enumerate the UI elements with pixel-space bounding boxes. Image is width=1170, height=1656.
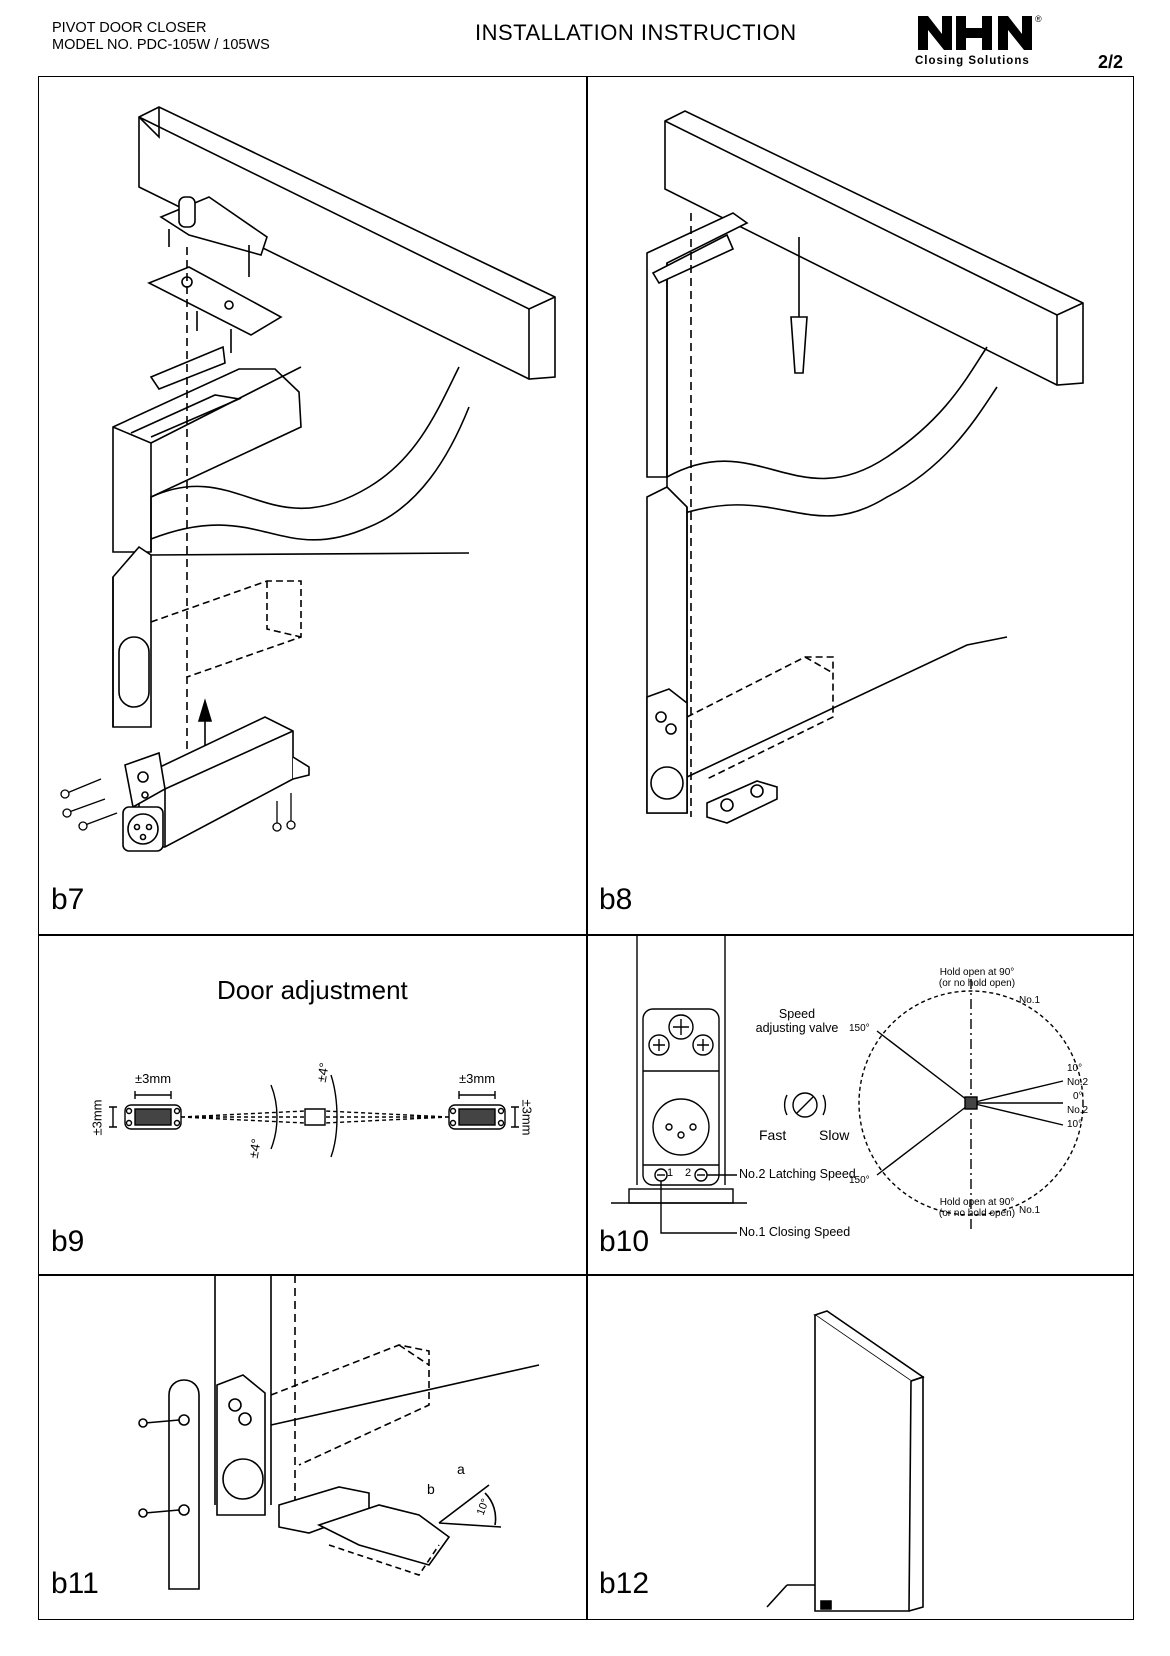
screw-number-2: 2 xyxy=(685,1167,692,1179)
panel-b11: a b 10° b11 xyxy=(38,1274,588,1620)
dim-a-label: a xyxy=(457,1461,465,1477)
deg150-bottom-label: 150° xyxy=(849,1175,870,1186)
speed-label-line2: adjusting valve xyxy=(755,1021,839,1035)
header-product-info: PIVOT DOOR CLOSER MODEL NO. PDC-105W / 1… xyxy=(52,20,270,54)
panel-label-b11: b11 xyxy=(51,1567,99,1600)
panel-b7: b7 xyxy=(38,76,588,936)
panel-b9: Door adjustment ±3mm ±3mm ±3mm ±3mm ±4° … xyxy=(38,934,588,1276)
panel-label-b7: b7 xyxy=(51,883,85,916)
closing-speed-label: No.1 Closing Speed xyxy=(739,1225,851,1239)
dim-left-horizontal: ±3mm xyxy=(135,1071,172,1086)
panel-label-b9: b9 xyxy=(51,1225,85,1258)
hold-open-top-line2: (or no hold open) xyxy=(938,978,1016,989)
speed-valve-label: Speed adjusting valve xyxy=(747,1007,847,1035)
model-number: MODEL NO. PDC-105W / 105WS xyxy=(52,37,270,53)
panel-label-b10: b10 xyxy=(599,1225,650,1258)
slow-label: Slow xyxy=(819,1127,850,1143)
b12-illustration xyxy=(766,1310,925,1612)
no1-top-label: No.1 xyxy=(1019,995,1041,1006)
no2-bottom-label: No.2 xyxy=(1067,1105,1089,1116)
b11-illustration xyxy=(138,1275,540,1590)
nhn-logo: ® xyxy=(918,14,1042,50)
deg10-bottom-label: 10° xyxy=(1067,1119,1083,1130)
brand-tagline: Closing Solutions xyxy=(915,55,1030,67)
speed-label-line1: Speed xyxy=(778,1007,816,1021)
registered-mark: ® xyxy=(1035,14,1042,24)
no1-bottom-label: No.1 xyxy=(1019,1205,1041,1216)
deg150-top-label: 150° xyxy=(849,1023,870,1034)
hold-open-bottom-line2: (or no hold open) xyxy=(938,1208,1016,1219)
latching-speed-label: No.2 Latching Speed xyxy=(739,1167,856,1181)
fast-label: Fast xyxy=(759,1127,787,1143)
dim-right-vertical: ±3mm xyxy=(519,1099,535,1136)
page-number: 2/2 xyxy=(1098,52,1124,72)
screw-number-1: 1 xyxy=(667,1167,674,1179)
panel-label-b12: b12 xyxy=(599,1567,650,1600)
panel-b8: b8 xyxy=(586,76,1134,936)
deg10-top-label: 10° xyxy=(1067,1063,1083,1074)
hold-open-top-line1: Hold open at 90° xyxy=(939,967,1015,978)
b8-illustration xyxy=(646,110,1084,824)
dim-b-label: b xyxy=(427,1481,435,1497)
panel-b12: b12 xyxy=(586,1274,1134,1620)
panel-b10: Speed adjusting valve Fast Slow 1 2 No.2… xyxy=(586,934,1134,1276)
no2-top-label: No.2 xyxy=(1067,1077,1089,1088)
b9-diagram xyxy=(109,1074,519,1158)
hold-open-bottom-line1: Hold open at 90° xyxy=(939,1197,1015,1208)
product-name: PIVOT DOOR CLOSER xyxy=(52,20,207,36)
dim-left-vertical: ±3mm xyxy=(89,1099,105,1136)
door-adjustment-title: Door adjustment xyxy=(217,975,408,1005)
panel-label-b8: b8 xyxy=(599,883,633,916)
b10-diagram xyxy=(611,935,1084,1234)
deg0-label: 0° xyxy=(1073,1091,1083,1102)
page-title: INSTALLATION INSTRUCTION xyxy=(475,20,797,45)
hold-open-top: Hold open at 90° (or no hold open) xyxy=(927,967,1027,989)
hold-open-bottom: Hold open at 90° (or no hold open) xyxy=(927,1197,1027,1219)
b7-illustration xyxy=(60,106,556,852)
dim-right-horizontal: ±3mm xyxy=(459,1071,496,1086)
